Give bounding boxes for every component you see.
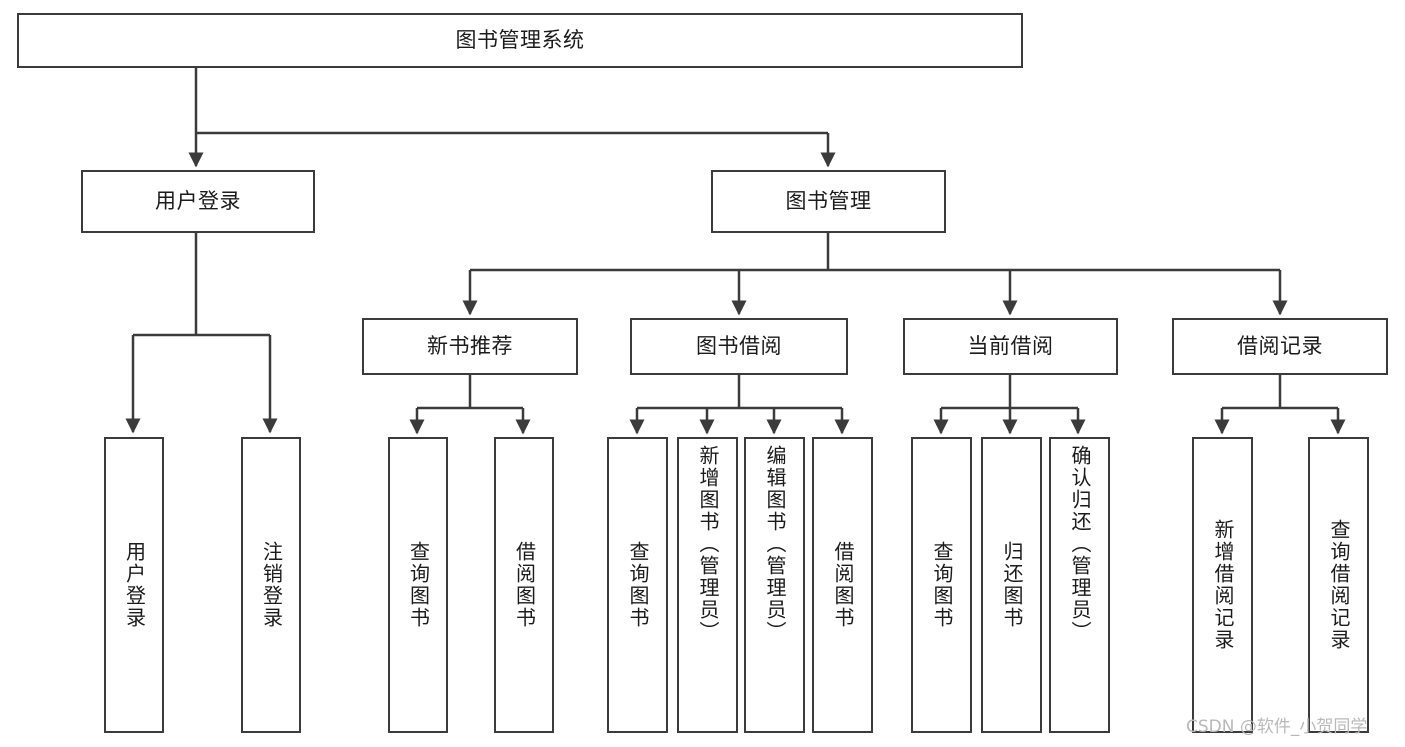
watermark: CSDN @软件_小贺同学 — [1186, 717, 1368, 737]
node-label: 用户登录 — [155, 189, 241, 214]
node-user-login[interactable]: 用户登录 — [81, 170, 315, 233]
node-label: 编辑图书（管理员） — [763, 445, 787, 643]
node-book-management[interactable]: 图书管理 — [711, 170, 946, 233]
leaf-current-borrow-confirm-return-admin[interactable]: 确认归还（管理员） — [1049, 437, 1110, 733]
node-label: 借阅图书 — [831, 541, 855, 629]
node-label: 图书管理 — [785, 189, 872, 214]
node-label: 查询图书 — [930, 541, 954, 629]
leaf-book-borrow-borrow-book[interactable]: 借阅图书 — [812, 437, 873, 733]
node-label: 查询借阅记录 — [1327, 519, 1351, 651]
node-book-borrow[interactable]: 图书借阅 — [630, 318, 848, 375]
node-label: 用户登录 — [122, 541, 147, 629]
node-label: 借阅图书 — [512, 541, 537, 629]
leaf-book-borrow-edit-book-admin[interactable]: 编辑图书（管理员） — [744, 437, 805, 733]
node-label: 图书管理系统 — [455, 28, 585, 53]
leaf-book-borrow-add-book-admin[interactable]: 新增图书（管理员） — [677, 437, 738, 733]
leaf-user-login-logout[interactable]: 注销登录 — [241, 437, 301, 733]
node-label: 归还图书 — [1000, 541, 1024, 629]
node-label: 当前借阅 — [967, 334, 1054, 359]
node-label: 新书推荐 — [427, 334, 513, 359]
node-label: 借阅记录 — [1237, 334, 1323, 359]
leaf-new-book-query-book[interactable]: 查询图书 — [388, 437, 448, 733]
leaf-new-book-borrow-book[interactable]: 借阅图书 — [494, 437, 554, 733]
node-label: 新增图书（管理员） — [696, 445, 720, 643]
leaf-borrow-record-add-record[interactable]: 新增借阅记录 — [1192, 437, 1253, 733]
leaf-current-borrow-return-book[interactable]: 归还图书 — [981, 437, 1042, 733]
node-label: 查询图书 — [406, 541, 431, 629]
node-label: 确认归还（管理员） — [1068, 445, 1092, 643]
node-root-system[interactable]: 图书管理系统 — [17, 13, 1023, 68]
leaf-book-borrow-query-book[interactable]: 查询图书 — [607, 437, 668, 733]
node-label: 注销登录 — [259, 541, 284, 629]
leaf-borrow-record-query-record[interactable]: 查询借阅记录 — [1308, 437, 1369, 733]
node-label: 图书借阅 — [696, 334, 782, 359]
leaf-user-login-do-login[interactable]: 用户登录 — [104, 437, 164, 733]
leaf-current-borrow-query-book[interactable]: 查询图书 — [911, 437, 972, 733]
node-current-borrow[interactable]: 当前借阅 — [903, 318, 1118, 375]
node-borrow-record[interactable]: 借阅记录 — [1172, 318, 1388, 375]
node-label: 查询图书 — [626, 541, 650, 629]
node-label: 新增借阅记录 — [1211, 519, 1235, 651]
node-new-book-recommend[interactable]: 新书推荐 — [362, 318, 578, 375]
